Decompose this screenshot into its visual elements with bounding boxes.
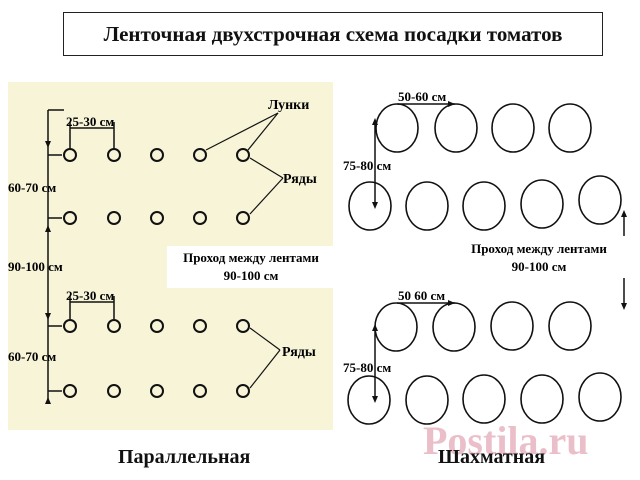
parallel-row-3 [63, 319, 250, 333]
plant-circle [348, 181, 392, 231]
parallel-spacing-label-top: 25-30 см [66, 114, 114, 129]
watermark-logo: Postila.ru [423, 418, 589, 463]
passage-text-right-line2: 90-100 см [512, 259, 567, 274]
staggered-rowgap-label-top: 75-80 см [343, 158, 391, 173]
hole [63, 211, 77, 225]
hole [193, 319, 207, 333]
plant-circle [374, 302, 418, 352]
parallel-rowgap-label-bottom: 60-70 см [8, 349, 56, 364]
hole [63, 319, 77, 333]
rows-label-bottom: Ряды [282, 345, 316, 360]
passage-box-left [167, 246, 337, 288]
passage-box-right [452, 236, 628, 278]
hole [107, 384, 121, 398]
passage-text-left-line2: 90-100 см [224, 268, 279, 283]
hole [150, 211, 164, 225]
plant-circle [491, 103, 535, 153]
plant-circle [578, 372, 622, 422]
parallel-row-2 [63, 211, 250, 225]
hole [150, 319, 164, 333]
parallel-spacing-label-bottom: 25-30 см [66, 288, 114, 303]
plant-circle [548, 301, 592, 351]
hole [63, 384, 77, 398]
hole [193, 148, 207, 162]
rows-pointer-lines-bottom [249, 327, 281, 389]
hole [236, 319, 250, 333]
parallel-row-4 [63, 384, 250, 398]
plant-circle [434, 103, 478, 153]
plant-circle [347, 375, 391, 425]
hole [107, 211, 121, 225]
dimension-arrowheads [45, 141, 51, 404]
hole [150, 148, 164, 162]
hole [63, 148, 77, 162]
hole [107, 319, 121, 333]
rows-label-top: Ряды [283, 172, 317, 187]
plant-circle [375, 103, 419, 153]
staggered-spacing-label-top: 50-60 см [398, 89, 446, 104]
hole [193, 384, 207, 398]
plant-circle [405, 181, 449, 231]
holes-label: Лунки [268, 98, 309, 113]
hole [236, 148, 250, 162]
plant-circle [520, 179, 564, 229]
staggered-spacing-label-bottom: 50 60 см [398, 288, 445, 303]
watermark-text: Postila.ru [423, 418, 589, 463]
plant-circle [548, 103, 592, 153]
hole [193, 211, 207, 225]
parallel-vertical-dimension [47, 109, 64, 400]
passage-text-right-line1: Проход между лентами [471, 241, 607, 256]
parallel-spacing-marker-top [69, 122, 115, 148]
staggered-band-top [348, 103, 622, 231]
plant-circle [462, 181, 506, 231]
hole [236, 211, 250, 225]
passage-text-left-line1: Проход между лентами [183, 250, 319, 265]
parallel-rowgap-label-top: 60-70 см [8, 180, 56, 195]
plant-circle [520, 374, 564, 424]
staggered-rowgap-label-bottom: 75-80 см [343, 360, 391, 375]
parallel-row-1 [63, 148, 250, 162]
diagram-title: Ленточная двухстрочная схема посадки том… [103, 21, 563, 46]
title-box: Ленточная двухстрочная схема посадки том… [63, 12, 603, 56]
hole [236, 384, 250, 398]
staggered-band-bottom [347, 301, 622, 425]
plant-circle [432, 302, 476, 352]
plant-circle [405, 375, 449, 425]
parallel-spacing-marker-bottom [69, 296, 115, 319]
holes-pointer-lines [205, 112, 279, 151]
hole [150, 384, 164, 398]
caption-staggered: Шахматная [438, 446, 546, 468]
plant-circle [462, 374, 506, 424]
rows-pointer-lines-top [249, 157, 284, 215]
plant-circle [578, 175, 622, 225]
caption-parallel: Параллельная [118, 446, 251, 468]
plant-circle [490, 301, 534, 351]
parallel-passage-dimension-label: 90-100 см [8, 259, 63, 274]
hole [107, 148, 121, 162]
